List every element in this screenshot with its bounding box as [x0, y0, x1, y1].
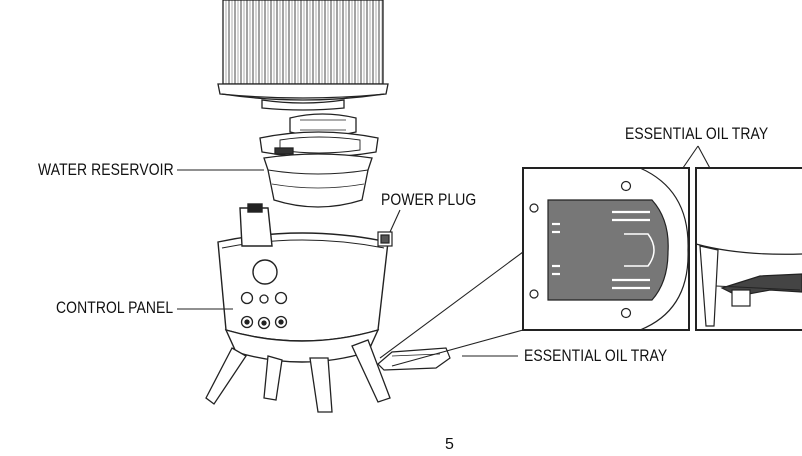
label-water-reservoir: WATER RESERVOIR [38, 160, 174, 179]
power-plug-part [377, 231, 393, 247]
label-essential-oil-tray-bottom: ESSENTIAL OIL TRAY [524, 346, 668, 365]
detail-inset-1 [522, 167, 690, 331]
page-number: 5 [445, 436, 454, 453]
label-power-plug: POWER PLUG [381, 190, 477, 209]
base-body [217, 203, 389, 363]
motor-cap [259, 113, 379, 158]
label-control-panel: CONTROL PANEL [56, 298, 174, 317]
water-reservoir-part [263, 153, 373, 208]
filter-cylinder [217, 0, 389, 111]
control-buttons [240, 291, 288, 330]
detail-inset-2 [695, 167, 802, 331]
legs [205, 339, 391, 413]
label-essential-oil-tray-top: ESSENTIAL OIL TRAY [625, 124, 769, 143]
